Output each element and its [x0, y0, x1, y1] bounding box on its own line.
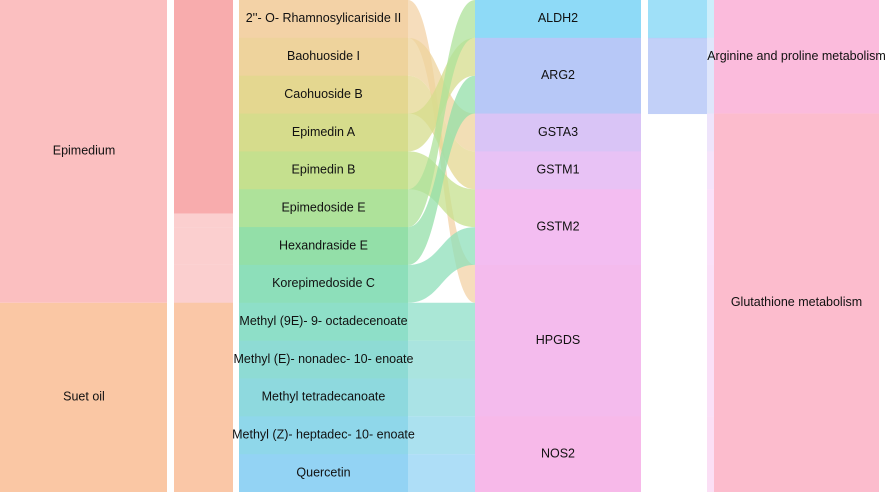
node-methyl-tetradecanoate — [239, 378, 408, 417]
label-glutathione-metabolism: Glutathione metabolism — [731, 295, 862, 309]
node-glutathione-metabolism — [714, 113, 879, 492]
node-suet-oil — [0, 302, 167, 492]
flow-korepimedoside-c-to-gstm2 — [408, 227, 475, 303]
label-arginine-and-proline-metabolism: Arginine and proline metabolism — [707, 49, 886, 63]
flow-arg2-to-arginine-and-proline-metabolism — [707, 37, 714, 114]
node-arginine-and-proline-metabolism — [714, 0, 879, 114]
label-methyl-e-nonadec-10-enoate: Methyl (E)- nonadec- 10- enoate — [234, 352, 414, 366]
node-gsta3 — [475, 113, 641, 152]
label-hpgds: HPGDS — [536, 333, 580, 347]
flow-methyl-z-heptadec-10-enoate-to-nos2 — [408, 416, 475, 455]
node-baohuoside-i — [239, 37, 408, 77]
node-bar-arg2 — [648, 37, 707, 115]
label-gstm1: GSTM1 — [536, 163, 579, 177]
flow-methyl-e-nonadec-10-enoate-to-hpgds — [408, 340, 475, 379]
flow-epimedoside-e-to-aldh2 — [408, 0, 475, 228]
node-2-o-rhamnosylicariside-ii — [239, 0, 408, 39]
label-quercetin: Quercetin — [296, 465, 350, 479]
node-hexandraside-e — [239, 227, 408, 266]
label-korepimedoside-c: Korepimedoside C — [272, 276, 375, 290]
flow-hexandraside-e-to-arg2 — [408, 75, 475, 265]
node-arg2 — [475, 37, 641, 115]
node-epimedium — [0, 0, 167, 303]
flow-methyl-tetradecanoate-to-hpgds — [408, 378, 475, 417]
node-epimedoside-e — [239, 189, 408, 228]
node-gstm2 — [475, 189, 641, 266]
label-nos2: NOS2 — [541, 446, 575, 460]
flow-caohuoside-b-to-gstm1 — [408, 75, 475, 190]
node-korepimedoside-c — [239, 264, 408, 304]
node-methyl-e-nonadec-10-enoate — [239, 340, 408, 379]
label-suet-oil: Suet oil — [63, 390, 105, 404]
flow-quercetin-to-nos2 — [408, 454, 475, 492]
flow-methyl-9e-9-octadecenoate-to-hpgds — [408, 302, 475, 341]
node-hpgds — [475, 264, 641, 417]
node-methyl-z-heptadec-10-enoate — [239, 416, 408, 455]
label-gsta3: GSTA3 — [538, 125, 578, 139]
label-methyl-tetradecanoate: Methyl tetradecanoate — [262, 390, 386, 404]
flow-aldh2-to-arginine-and-proline-metabolism — [707, 0, 714, 38]
node-quercetin — [239, 454, 408, 492]
node-gstm1 — [475, 151, 641, 190]
label-aldh2: ALDH2 — [538, 11, 578, 25]
label-baohuoside-i: Baohuoside I — [287, 49, 360, 63]
label-caohuoside-b: Caohuoside B — [284, 87, 363, 101]
node-epimedin-b — [239, 151, 408, 190]
label-hexandraside-e: Hexandraside E — [279, 238, 368, 252]
flow-gstm1-to-glutathione-metabolism — [707, 151, 714, 190]
node-aldh2 — [475, 0, 641, 39]
node-bar-aldh2 — [648, 0, 707, 39]
label-gstm2: GSTM2 — [536, 219, 579, 233]
flow-nos2-to-glutathione-metabolism — [707, 416, 714, 492]
flow-gstm2-to-glutathione-metabolism — [707, 189, 714, 265]
node-nos2 — [475, 416, 641, 492]
label-methyl-9e-9-octadecenoate: Methyl (9E)- 9- octadecenoate — [239, 314, 407, 328]
label-epimedium: Epimedium — [53, 144, 116, 158]
label-epimedin-a: Epimedin A — [292, 125, 356, 139]
label-epimedin-b: Epimedin B — [292, 163, 356, 177]
flow-epimedium-to-korepimedoside-c — [174, 264, 233, 303]
node-bar-suet-oil — [174, 302, 233, 492]
node-caohuoside-b — [239, 75, 408, 115]
label-epimedoside-e: Epimedoside E — [281, 200, 365, 214]
flow-epimedium-to-hexandraside-e — [174, 227, 233, 265]
label-2-o-rhamnosylicariside-ii: 2''- O- Rhamnosylicariside II — [246, 11, 402, 25]
node-bar-epimedium — [174, 0, 233, 214]
flow-hpgds-to-glutathione-metabolism — [707, 264, 714, 417]
label-methyl-z-heptadec-10-enoate: Methyl (Z)- heptadec- 10- enoate — [232, 428, 415, 442]
node-methyl-9e-9-octadecenoate — [239, 302, 408, 342]
node-epimedin-a — [239, 113, 408, 152]
label-arg2: ARG2 — [541, 68, 575, 82]
flow-gsta3-to-glutathione-metabolism — [707, 113, 714, 152]
